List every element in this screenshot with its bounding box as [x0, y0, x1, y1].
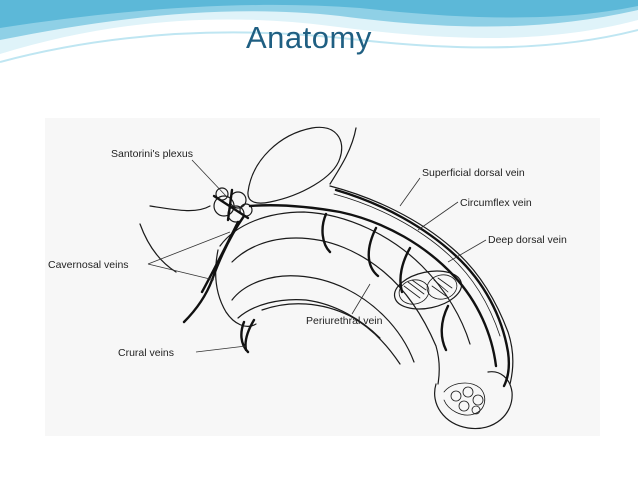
penile-outline-dorsal-inner — [333, 193, 501, 337]
cavernosal-veins — [182, 214, 246, 324]
label-cavernosal-veins: Cavernosal veins — [48, 259, 129, 271]
leader-santorini — [191, 159, 227, 197]
glans — [434, 371, 513, 430]
leader-superficial-dorsal — [399, 177, 421, 207]
header-wave-decoration — [0, 0, 638, 63]
crural-veins — [240, 318, 256, 354]
label-crural-veins: Crural veins — [118, 347, 174, 359]
shaft-cross-section — [393, 270, 463, 310]
diagram-background — [45, 118, 600, 436]
label-superficial-dorsal-vein: Superficial dorsal vein — [422, 167, 525, 179]
corpus-cavernosum-lower — [231, 275, 415, 363]
penile-outline-ventral — [231, 237, 440, 385]
label-deep-dorsal-vein: Deep dorsal vein — [488, 234, 567, 246]
label-periurethral-vein: Periurethral vein — [306, 315, 383, 327]
leader-circumflex — [417, 201, 459, 231]
santorini-plexus — [212, 187, 253, 223]
pelvic-contour — [139, 127, 357, 273]
pubic-bone — [247, 126, 343, 204]
leader-periurethral — [351, 283, 371, 315]
leader-cavernosal — [147, 231, 231, 281]
superficial-dorsal-vein — [334, 188, 510, 388]
deep-dorsal-vein — [248, 204, 498, 368]
wave-front — [0, 0, 638, 28]
slide-title: Anatomy — [246, 20, 372, 55]
label-circumflex-vein: Circumflex vein — [460, 197, 532, 209]
leader-deep-dorsal — [447, 239, 487, 263]
penile-outline-dorsal — [329, 185, 514, 385]
periurethral-vein — [261, 303, 401, 365]
leader-crural — [195, 345, 247, 353]
label-santorini-plexus: Santorini's plexus — [111, 148, 193, 160]
circumflex-veins — [321, 212, 450, 352]
wave-highlight — [0, 29, 638, 63]
